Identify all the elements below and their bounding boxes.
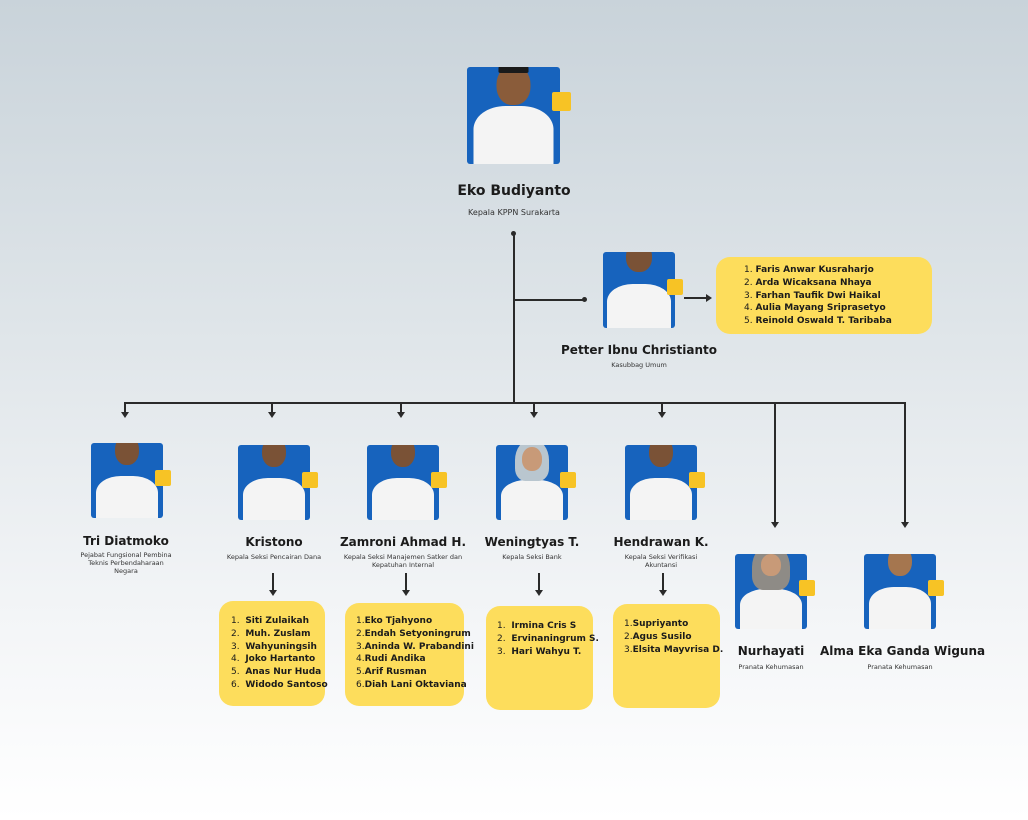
list-item: 1.Eko Tjahyono xyxy=(356,616,433,626)
unit-role: Kepala Seksi Manajemen Satker dan Kepatu… xyxy=(343,553,463,569)
list-item: 3.Elsita Mayvrisa D. xyxy=(624,644,724,655)
unit-role: Kepala Seksi Pencairan Dana xyxy=(226,553,322,561)
head-photo xyxy=(467,67,560,164)
branch-line xyxy=(400,402,402,414)
list-item: 4. Joko Hartanto xyxy=(231,654,316,665)
unit-staff-list: 1.Eko Tjahyono 2.Endah Setyoningrum 3.An… xyxy=(345,603,474,706)
unit-role: Kepala Seksi Bank xyxy=(502,553,562,561)
head-role: Kepala KPPN Surakarta xyxy=(468,208,560,217)
accent-badge xyxy=(431,472,447,488)
staff-line xyxy=(538,573,540,591)
unit-name: Kristono xyxy=(245,535,303,549)
branch-line xyxy=(533,402,535,414)
connector-node xyxy=(582,297,587,302)
accent-badge xyxy=(155,470,171,486)
list-item: 3.Aninda W. Prabandini xyxy=(356,641,474,652)
list-item: 6.Diah Lani Oktaviana xyxy=(356,679,467,690)
list-item: 3. Wahyuningsih xyxy=(231,641,317,652)
staff-arrow xyxy=(402,590,410,596)
unit-name: Zamroni Ahmad H. xyxy=(339,535,467,549)
head-name: Eko Budiyanto xyxy=(457,183,571,199)
subbag-role: Kasubbag Umum xyxy=(611,361,667,369)
list-item: 3. Hari Wahyu T. xyxy=(497,646,582,657)
staff-line xyxy=(272,573,274,591)
unit-photo xyxy=(625,445,697,520)
staff-arrow xyxy=(269,590,277,596)
staff-line xyxy=(405,573,407,591)
unit-name: Weningtyas T. xyxy=(484,535,580,549)
branch-arrow xyxy=(901,522,909,528)
list-item: 4. Aulia Mayang Sriprasetyo xyxy=(744,303,886,314)
unit-photo xyxy=(735,554,807,629)
unit-staff-list: 1. Irmina Cris S 2. Ervinaningrum S. 3. … xyxy=(486,606,599,710)
accent-badge xyxy=(799,580,815,596)
accent-badge xyxy=(667,279,683,295)
connector-subbag-list xyxy=(684,297,706,299)
connector-horizontal xyxy=(124,402,905,404)
branch-line xyxy=(904,402,906,524)
unit-staff-list: 1. Siti Zulaikah 2. Muh. Zuslam 3. Wahyu… xyxy=(219,601,328,706)
subbag-photo xyxy=(603,252,675,328)
branch-arrow xyxy=(658,412,666,418)
branch-arrow xyxy=(771,522,779,528)
unit-photo xyxy=(238,445,310,520)
list-item: 1.Supriyanto xyxy=(624,619,689,629)
list-item: 2.Agus Susilo xyxy=(624,631,692,642)
unit-role: Pranata Kehumasan xyxy=(867,663,933,671)
list-item: 3. Farhan Taufik Dwi Haikal xyxy=(744,290,881,301)
connector-trunk xyxy=(513,233,515,403)
list-item: 5. Anas Nur Huda xyxy=(231,667,322,678)
staff-line xyxy=(662,573,664,591)
branch-arrow xyxy=(397,412,405,418)
unit-name: Nurhayati xyxy=(737,644,805,658)
accent-badge xyxy=(689,472,705,488)
accent-badge xyxy=(560,472,576,488)
unit-name: Tri Diatmoko xyxy=(83,534,169,548)
branch-arrow xyxy=(530,412,538,418)
list-item: 2. Arda Wicaksana Nhaya xyxy=(744,277,872,288)
unit-role: Pejabat Fungsional Pembina Teknis Perben… xyxy=(80,551,172,575)
unit-photo xyxy=(367,445,439,520)
unit-photo xyxy=(496,445,568,520)
branch-line xyxy=(774,402,776,524)
subbag-name: Petter Ibnu Christianto xyxy=(561,343,717,357)
list-item: 4.Rudi Andika xyxy=(356,654,426,665)
branch-arrow xyxy=(121,412,129,418)
list-item: 5. Reinold Oswald T. Taribaba xyxy=(744,316,892,327)
staff-arrow xyxy=(659,590,667,596)
list-item: 1. Irmina Cris S xyxy=(497,621,577,631)
branch-line xyxy=(271,402,273,414)
branch-line xyxy=(124,402,126,414)
connector-subbag xyxy=(514,299,584,301)
accent-badge xyxy=(928,580,944,596)
unit-role: Kepala Seksi Verifikasi Akuntansi xyxy=(624,553,698,569)
unit-photo xyxy=(91,443,163,518)
list-item: 2. Ervinaningrum S. xyxy=(497,633,599,644)
list-item: 2. Muh. Zuslam xyxy=(231,628,311,639)
accent-badge xyxy=(302,472,318,488)
unit-role: Pranata Kehumasan xyxy=(738,663,804,671)
branch-line xyxy=(661,402,663,414)
connector-node xyxy=(511,231,516,236)
unit-staff-list: 1.Supriyanto 2.Agus Susilo 3.Elsita Mayv… xyxy=(613,604,724,708)
staff-arrow xyxy=(535,590,543,596)
list-item: 1. Siti Zulaikah xyxy=(231,616,310,626)
unit-name: Hendrawan K. xyxy=(613,535,709,549)
list-item: 1. Faris Anwar Kusraharjo xyxy=(744,265,874,275)
list-item: 5.Arif Rusman xyxy=(356,667,427,678)
unit-photo xyxy=(864,554,936,629)
unit-name: Alma Eka Ganda Wiguna xyxy=(820,644,986,658)
branch-arrow xyxy=(268,412,276,418)
connector-arrow xyxy=(706,294,712,302)
accent-badge xyxy=(552,92,571,111)
list-item: 2.Endah Setyoningrum xyxy=(356,628,471,639)
subbag-staff-list: 1. Faris Anwar Kusraharjo 2. Arda Wicaks… xyxy=(716,257,932,334)
list-item: 6. Widodo Santoso xyxy=(231,679,328,690)
